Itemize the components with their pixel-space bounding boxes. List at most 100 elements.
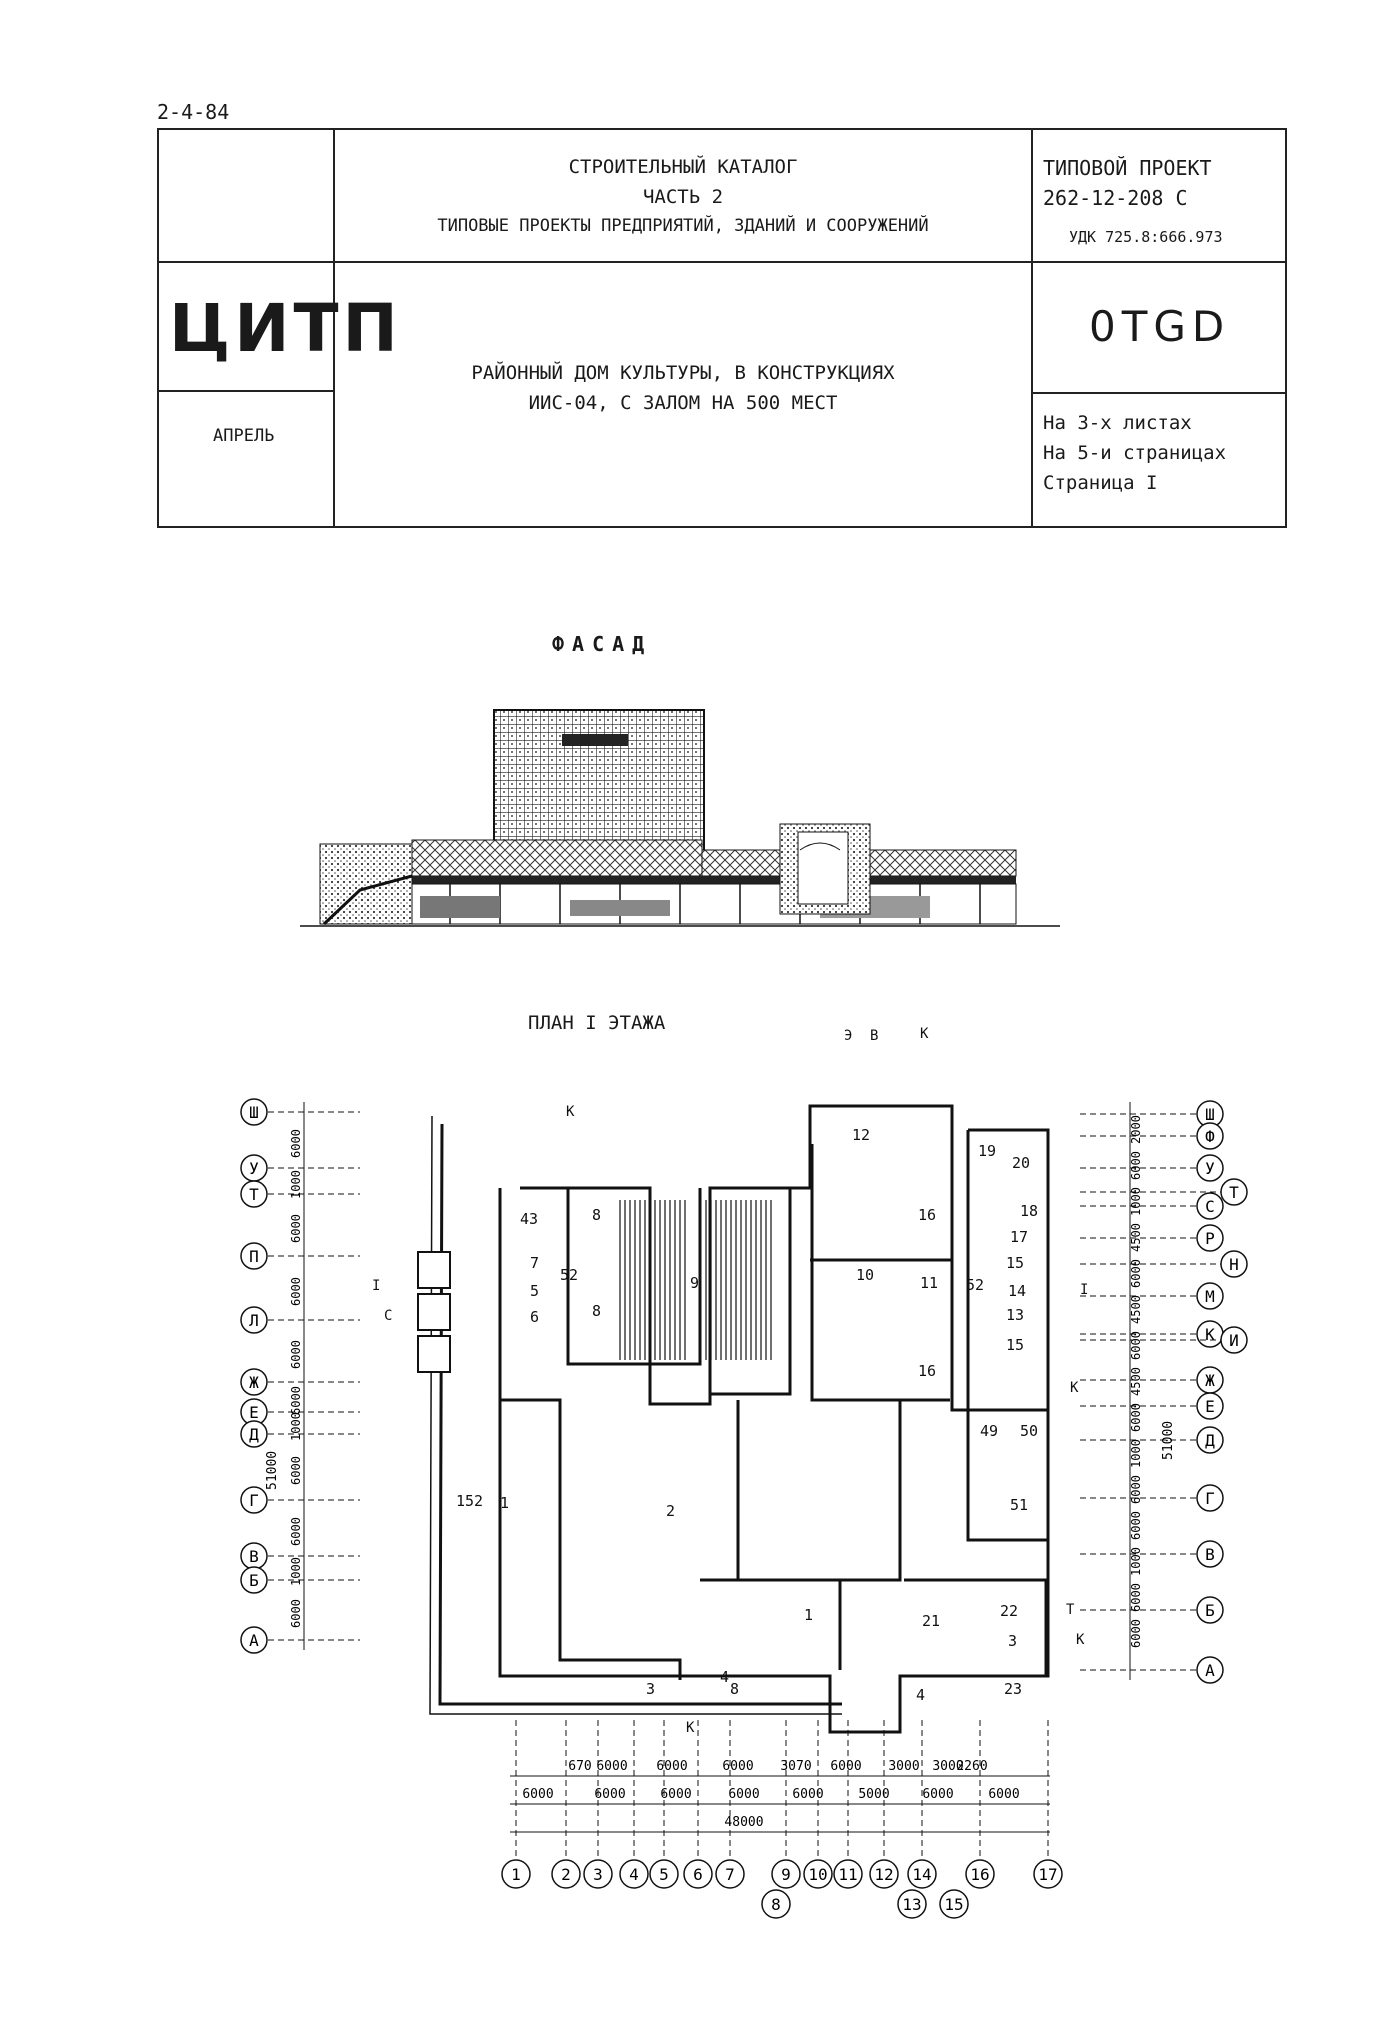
axis-label: 2 bbox=[561, 1865, 571, 1884]
room-number: 14 bbox=[1008, 1282, 1026, 1300]
axis-label: Ф bbox=[1205, 1127, 1215, 1146]
axis-bubble bbox=[240, 1098, 268, 1126]
dimension-label: 1000 bbox=[1129, 1439, 1143, 1468]
axis-label: Р bbox=[1205, 1229, 1215, 1248]
axis-bubble bbox=[240, 1626, 268, 1654]
axis-label: Г bbox=[1205, 1489, 1215, 1508]
issue-month: АПРЕЛЬ bbox=[213, 426, 275, 446]
axis-label: 11 bbox=[838, 1865, 857, 1884]
dimension-label: 6000 bbox=[289, 1599, 303, 1628]
auditorium-seating bbox=[619, 1200, 772, 1360]
dimension-label: 6000 bbox=[1129, 1331, 1143, 1360]
axis-label: Е bbox=[249, 1403, 259, 1422]
room-number: 16 bbox=[918, 1206, 936, 1224]
room-number: 3 bbox=[646, 1680, 655, 1698]
axis-bubble bbox=[771, 1859, 801, 1889]
room-number: 15 bbox=[1006, 1254, 1024, 1272]
axis-label: У bbox=[1205, 1159, 1215, 1178]
facade-title: ФАСАД bbox=[552, 632, 653, 656]
axis-label: У bbox=[249, 1159, 259, 1178]
page-count: На 5-и страницах bbox=[1043, 442, 1227, 464]
axis-bubble bbox=[897, 1889, 927, 1919]
room-number: 19 bbox=[978, 1142, 996, 1160]
axis-label: 15 bbox=[944, 1895, 963, 1914]
axis-label: Ш bbox=[249, 1103, 259, 1122]
room-number: 8 bbox=[592, 1206, 601, 1224]
facade-drawing bbox=[300, 709, 1060, 927]
axis-bubble bbox=[1196, 1540, 1224, 1568]
project-label: ТИПОВОЙ ПРОЕКТ bbox=[1043, 156, 1212, 180]
section-marker: К bbox=[1070, 1380, 1079, 1396]
section-marker: Э bbox=[844, 1028, 852, 1044]
dimension-label: 1000 bbox=[289, 1170, 303, 1199]
dimension-label: 6000 bbox=[1129, 1151, 1143, 1180]
axis-bubble bbox=[939, 1889, 969, 1919]
axis-label: Ш bbox=[1205, 1105, 1215, 1124]
dimension-label: 4500 bbox=[1129, 1223, 1143, 1252]
section-marker: К bbox=[1076, 1632, 1085, 1648]
dimension-label: 6000 bbox=[596, 1759, 627, 1774]
catalog-line-2: ЧАСТЬ 2 bbox=[642, 186, 724, 208]
axis-bubble bbox=[907, 1859, 937, 1889]
dimension-label: 4500 bbox=[1129, 1367, 1143, 1396]
document-code: 2-4-84 bbox=[157, 100, 230, 124]
room-number: 6 bbox=[530, 1308, 539, 1326]
room-number: 7 bbox=[530, 1254, 539, 1272]
axis-label: 17 bbox=[1038, 1865, 1057, 1884]
dimension-label: 6000 bbox=[289, 1214, 303, 1243]
dimension-label: 3000 bbox=[888, 1759, 919, 1774]
axis-label: 14 bbox=[912, 1865, 931, 1884]
room-number: 9 bbox=[690, 1274, 699, 1292]
axis-bubble bbox=[240, 1180, 268, 1208]
dimension-label: 6000 bbox=[289, 1517, 303, 1546]
room-number: 5 bbox=[530, 1282, 539, 1300]
room-number: 22 bbox=[1000, 1602, 1018, 1620]
dimension-label: 2260 bbox=[956, 1759, 987, 1774]
axis-label: 6 bbox=[693, 1865, 703, 1884]
project-number: 262-12-208 С bbox=[1043, 186, 1188, 210]
room-number: 1 bbox=[500, 1494, 509, 1512]
divider bbox=[333, 261, 1031, 263]
axis-label: Л bbox=[249, 1311, 259, 1330]
axis-label: Б bbox=[249, 1571, 259, 1590]
room-number: 16 bbox=[918, 1362, 936, 1380]
dimension-label: 6000 bbox=[1129, 1583, 1143, 1612]
dimension-label: 2000 bbox=[1129, 1115, 1143, 1144]
axis-bubble bbox=[240, 1306, 268, 1334]
room-number: 21 bbox=[922, 1612, 940, 1630]
entrance-vestibules bbox=[417, 1251, 451, 1373]
axis-label: В bbox=[249, 1547, 259, 1566]
divider bbox=[159, 390, 333, 392]
left-axis-grid: ШУТПЛЖЕДГВБА6000100060006000600060001000… bbox=[240, 1098, 360, 1654]
catalog-line-3: ТИПОВЫЕ ПРОЕКТЫ ПРЕДПРИЯТИЙ, ЗДАНИЙ И СО… bbox=[437, 216, 929, 236]
room-number: 10 bbox=[856, 1266, 874, 1284]
catalog-code: 0TGD bbox=[1089, 302, 1231, 351]
axis-label: Ж bbox=[249, 1373, 259, 1392]
axis-bubble bbox=[551, 1859, 581, 1889]
axis-label: 9 bbox=[781, 1865, 791, 1884]
room-number: 3 bbox=[1008, 1632, 1017, 1650]
axis-bubble bbox=[240, 1242, 268, 1270]
axis-bubble bbox=[240, 1486, 268, 1514]
dimension-total: 51000 bbox=[265, 1451, 280, 1490]
axis-bubble bbox=[715, 1859, 745, 1889]
dimension-label: 1000 bbox=[1129, 1187, 1143, 1216]
axis-label: 8 bbox=[771, 1895, 781, 1914]
axis-label: 4 bbox=[629, 1865, 639, 1884]
room-number: 49 bbox=[980, 1422, 998, 1440]
dimension-label: 6000 bbox=[792, 1787, 823, 1802]
room-number: 13 bbox=[1006, 1306, 1024, 1324]
axis-label: Т bbox=[249, 1185, 259, 1204]
dimension-label: 6000 bbox=[289, 1456, 303, 1485]
udk-code: УДК 725.8:666.973 bbox=[1069, 228, 1223, 246]
section-marker: К bbox=[566, 1104, 575, 1120]
axis-label: Д bbox=[1205, 1431, 1215, 1450]
axis-label: 13 bbox=[902, 1895, 921, 1914]
dimension-label: 6000 bbox=[289, 1340, 303, 1369]
axis-bubble bbox=[1196, 1154, 1224, 1182]
section-marker: К bbox=[920, 1026, 929, 1042]
axis-bubble bbox=[761, 1889, 791, 1919]
dimension-label: 6000 bbox=[656, 1759, 687, 1774]
dimension-label: 6000 bbox=[660, 1787, 691, 1802]
